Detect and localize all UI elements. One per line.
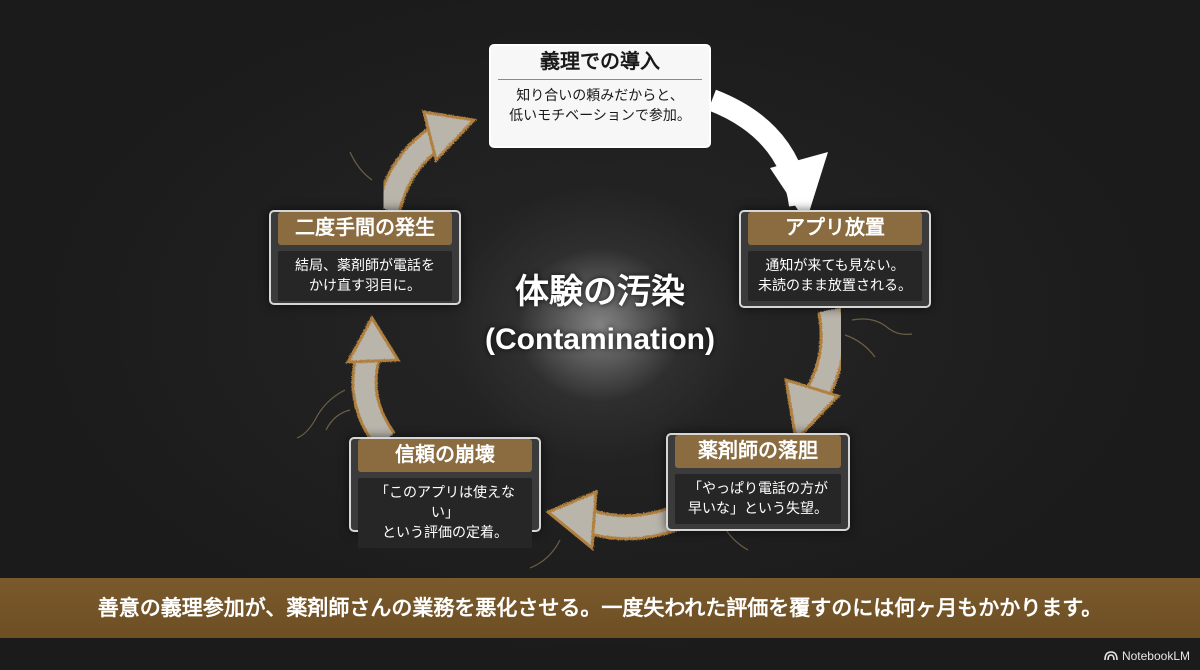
notebooklm-logo-icon [1104,651,1118,661]
step-title-intro: 義理での導入 [498,46,702,80]
decorative-tendrils [296,151,913,569]
step-box-neglect: アプリ放置 通知が来ても見ない。 未読のまま放置される。 [739,210,931,308]
step-desc-disappointment: 「やっぱり電話の方が 早いな」という失望。 [675,474,841,524]
step-box-distrust: 信頼の崩壊 「このアプリは使えない」 という評価の定着。 [349,437,541,548]
arrow-distrust-to-rework [345,315,401,448]
step-title-distrust: 信頼の崩壊 [358,439,532,472]
step-title-disappointment: 薬剤師の落胆 [675,435,841,468]
step-desc-neglect: 通知が来ても見ない。 未読のまま放置される。 [748,251,922,301]
step-desc-rework: 結局、薬剤師が電話を かけ直す羽目に。 [278,251,452,301]
caption-bar: 善意の義理参加が、薬剤師さんの業務を悪化させる。一度失われた評価を覆すのには何ヶ… [0,578,1200,638]
center-subtitle: (Contamination) [485,323,715,356]
step-title-neglect: アプリ放置 [748,212,922,245]
step-box-disappointment: 薬剤師の落胆 「やっぱり電話の方が 早いな」という失望。 [666,433,850,531]
arrow-intro-to-neglect [707,89,828,222]
brand-label: NotebookLM [1121,649,1190,663]
step-box-rework: 二度手間の発生 結局、薬剤師が電話を かけ直す羽目に。 [269,210,461,305]
step-box-intro: 義理での導入 知り合いの頼みだからと、 低いモチベーションで参加。 [489,44,711,148]
brand-watermark: NotebookLM [1104,648,1190,664]
arrow-neglect-to-disappointment [784,307,846,444]
step-desc-distrust: 「このアプリは使えない」 という評価の定着。 [358,478,532,548]
arrow-rework-to-intro [375,110,478,214]
center-title: 体験の汚染 [515,272,685,312]
step-desc-intro: 知り合いの頼みだからと、 低いモチベーションで参加。 [509,88,691,124]
step-title-rework: 二度手間の発生 [278,212,452,245]
